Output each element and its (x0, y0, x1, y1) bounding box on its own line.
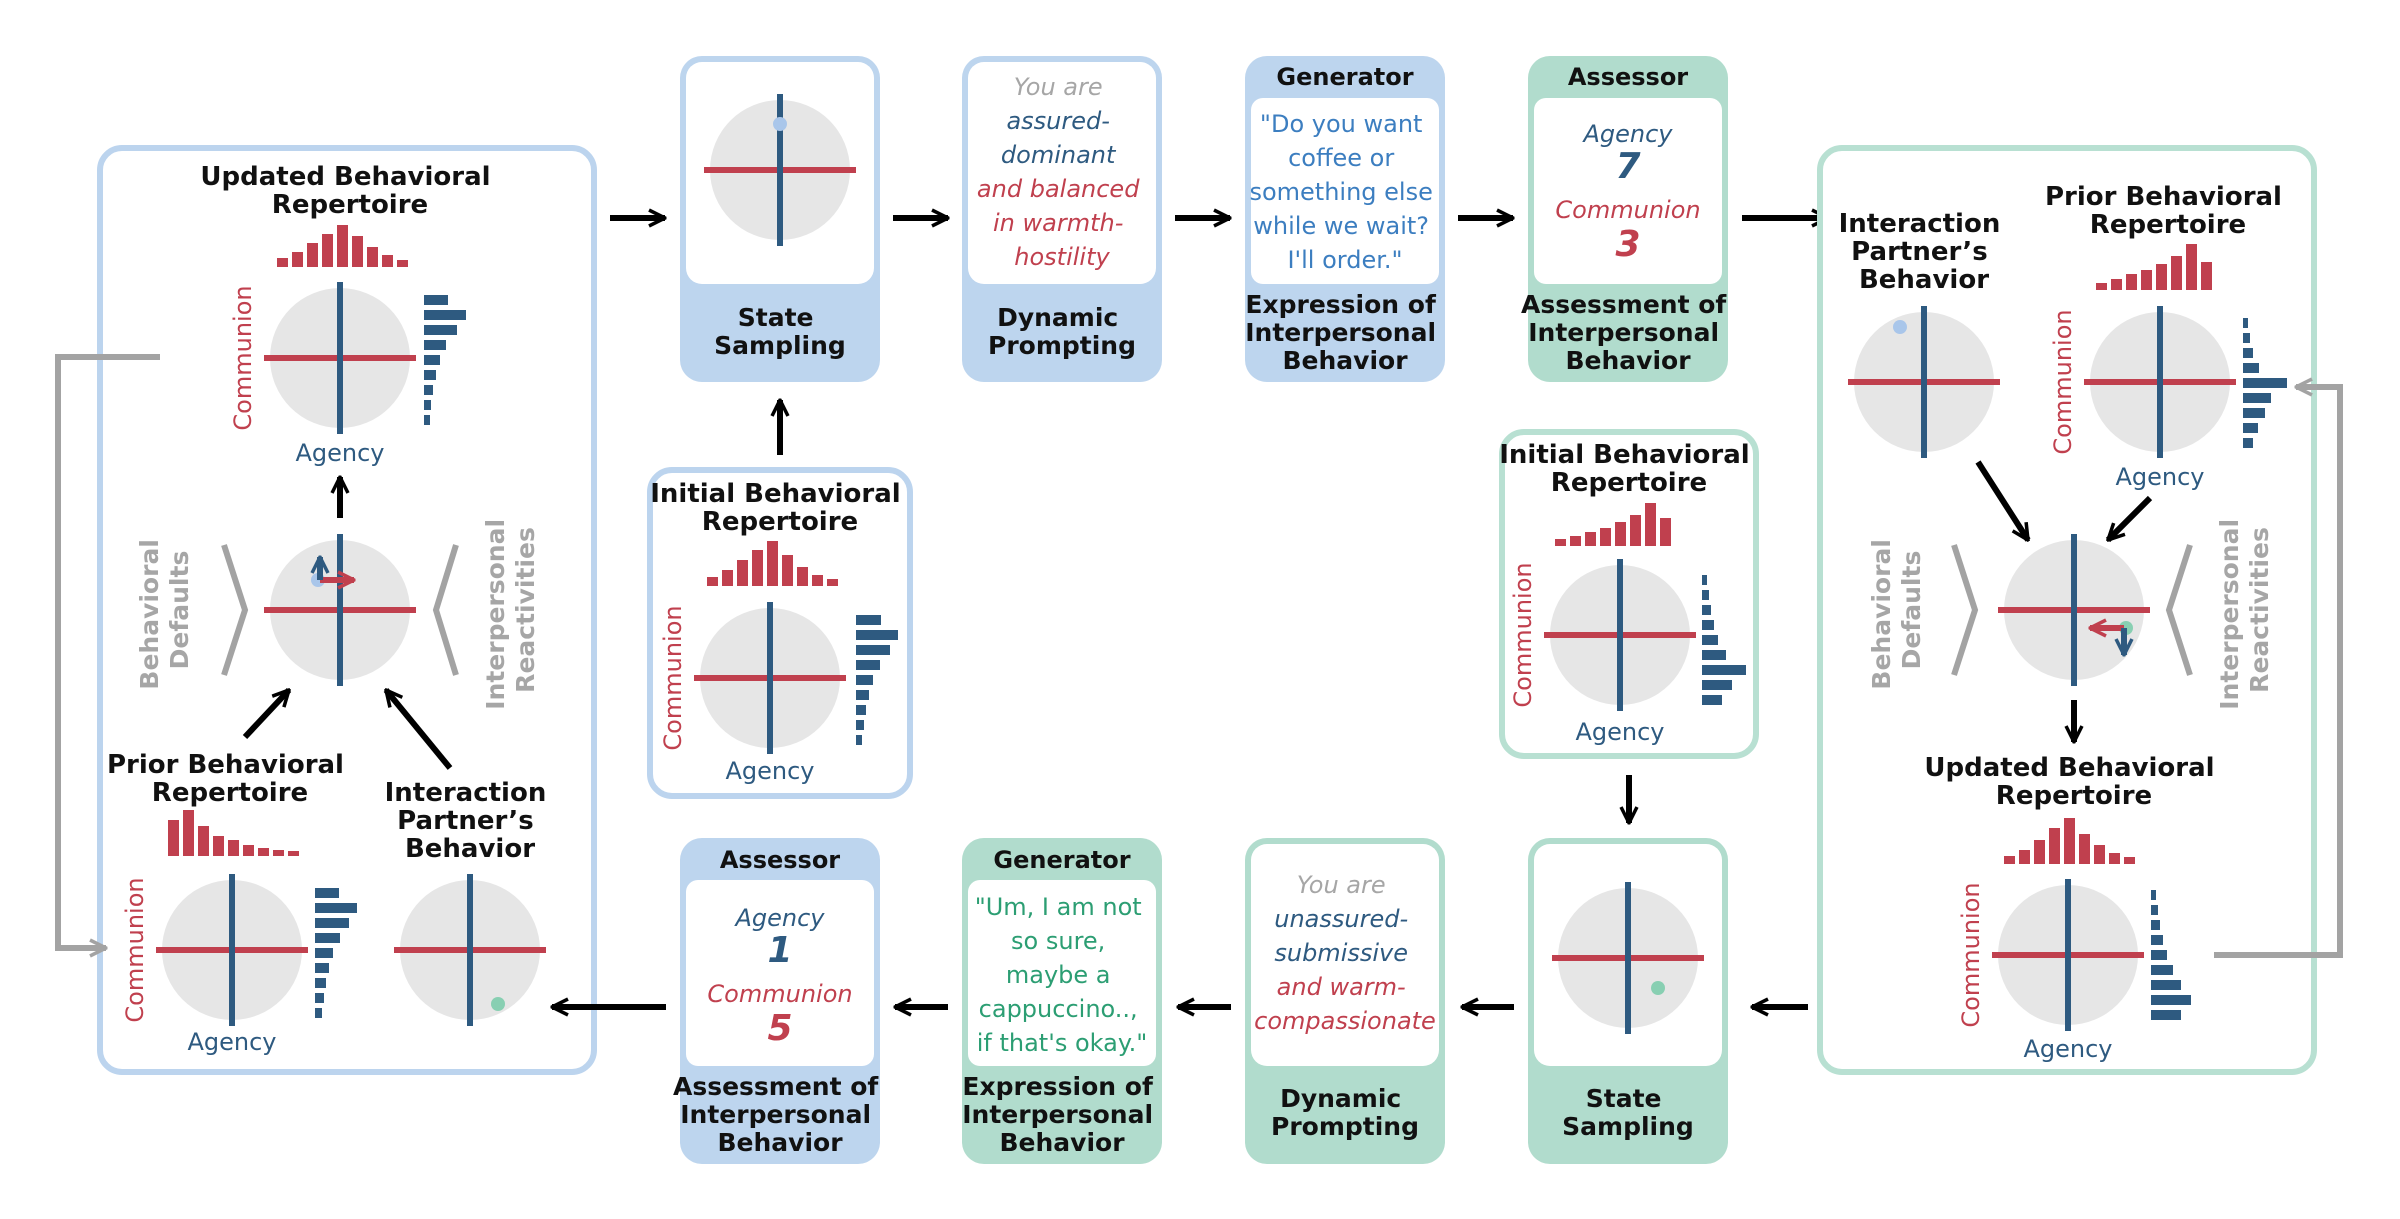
left-behavioral-defaults-label: Behavioral Defaults (135, 530, 194, 689)
left-feedback-loop-arrow (55, 354, 160, 948)
right-prior-title: Prior Behavioral Repertoire (2045, 182, 2291, 240)
arrow-right-prior-to-middle (2108, 495, 2153, 540)
initial-green-circumplex (1544, 559, 1696, 711)
bottom-generator-header: Generator (993, 846, 1130, 874)
right-updated-agency-histogram (2151, 890, 2191, 1020)
left-updated-communion-label: Communion (229, 285, 257, 430)
bottom-dynamic-prompting-footer: Dynamic Prompting (1271, 1084, 1419, 1141)
left-prior-circumplex (156, 874, 308, 1026)
initial-blue-agency-histogram (856, 615, 898, 745)
left-partner-title: Interaction Partner’s Behavior (385, 778, 556, 864)
left-prior-agency-histogram (315, 888, 357, 1018)
left-updated-title: Updated Behavioral Repertoire (200, 162, 499, 220)
bottom-assessor-agency-value: 1 (767, 930, 792, 971)
top-state-sampling-footer: State Sampling (714, 303, 846, 360)
bottom-assessor-communion-label: Communion (707, 980, 852, 1008)
top-dynamic-prompting-card (962, 56, 1162, 382)
top-dynamic-prompting-footer: Dynamic Prompting (988, 303, 1136, 360)
bottom-state-sampling-card (1528, 838, 1728, 1164)
left-interpersonal-reactivities-label: Interpersonal Reactivities (481, 510, 540, 710)
left-prior-title: Prior Behavioral Repertoire (107, 750, 353, 808)
top-assessor-communion-value: 3 (1615, 224, 1640, 265)
top-state-sampling-card (680, 56, 880, 382)
right-prior-communion-histogram (2096, 244, 2212, 290)
right-updated-circumplex (1992, 879, 2144, 1031)
top-assessor-card (1528, 56, 1728, 382)
bottom-generator-quote: "Um, I am not so sure, maybe a cappuccin… (975, 893, 1150, 1057)
initial-blue-agency-label: Agency (725, 757, 814, 785)
initial-blue-circumplex (694, 602, 846, 754)
initial-green-agency-histogram (1702, 575, 1746, 705)
left-updated-communion-histogram (277, 225, 408, 267)
initial-blue-communion-label: Communion (659, 605, 687, 750)
right-feedback-loop-arrow (2214, 387, 2343, 958)
right-updated-communion-label: Communion (1957, 882, 1985, 1027)
bottom-dynamic-prompt-text: You are unassured- submissive and warm- … (1254, 871, 1436, 1035)
left-prior-communion-label: Communion (121, 877, 149, 1022)
top-dynamic-prompt-text: You are assured- dominant and balanced i… (977, 73, 1147, 271)
left-prior-agency-label: Agency (187, 1028, 276, 1056)
left-reactivities-chevron (432, 544, 459, 676)
right-partner-title: Interaction Partner’s Behavior (1839, 209, 2010, 295)
left-updated-circumplex (264, 282, 416, 434)
top-assessor-agency-value: 7 (1615, 146, 1640, 187)
right-reactivities-chevron (2165, 544, 2193, 676)
left-defaults-chevron (221, 544, 249, 676)
right-behavioral-defaults-label: Behavioral Defaults (1867, 530, 1926, 689)
bottom-generator-footer: Expression of Interpersonal Behavior (962, 1072, 1162, 1157)
top-generator-quote: "Do you want coffee or something else wh… (1249, 110, 1440, 274)
bottom-assessor-card (680, 838, 880, 1164)
right-prior-circumplex (2084, 306, 2236, 458)
arrow-left-partner-to-middle (386, 690, 453, 770)
right-prior-agency-histogram (2243, 318, 2287, 448)
bottom-dynamic-prompting-card (1245, 838, 1445, 1164)
top-generator-card (1245, 56, 1445, 382)
top-assessor-header: Assessor (1568, 63, 1688, 91)
left-updated-agency-label: Agency (295, 439, 384, 467)
right-interpersonal-reactivities-label: Interpersonal Reactivities (2215, 510, 2274, 710)
initial-blue-title: Initial Behavioral Repertoire (650, 479, 910, 537)
initial-green-title: Initial Behavioral Repertoire (1499, 440, 1759, 498)
right-partner-circumplex (1848, 306, 2000, 458)
top-assessor-footer: Assessment of Interpersonal Behavior (1521, 290, 1735, 375)
left-middle-circumplex (264, 534, 416, 686)
right-updated-title: Updated Behavioral Repertoire (1924, 753, 2223, 811)
right-updated-agency-label: Agency (2023, 1035, 2112, 1063)
right-middle-circumplex (1998, 534, 2150, 686)
top-generator-footer: Expression of Interpersonal Behavior (1245, 290, 1445, 375)
top-assessor-communion-label: Communion (1555, 196, 1700, 224)
initial-blue-communion-histogram (707, 541, 838, 586)
top-generator-header: Generator (1276, 63, 1413, 91)
bottom-assessor-communion-value: 5 (767, 1008, 792, 1049)
right-prior-agency-label: Agency (2115, 463, 2204, 491)
bottom-assessor-agency-label: Agency (733, 904, 825, 932)
initial-green-agency-label: Agency (1575, 718, 1664, 746)
right-updated-communion-histogram (2004, 818, 2135, 864)
left-prior-communion-histogram (168, 810, 299, 856)
initial-green-communion-label: Communion (1509, 562, 1537, 707)
bottom-assessor-header: Assessor (720, 846, 840, 874)
bottom-assessor-footer: Assessment of Interpersonal Behavior (673, 1072, 887, 1157)
left-partner-circumplex (394, 874, 546, 1026)
bottom-state-sampling-footer: State Sampling (1562, 1084, 1694, 1141)
right-prior-communion-label: Communion (2049, 309, 2077, 454)
arrow-right-partner-to-middle (1975, 460, 2031, 540)
bottom-generator-card (962, 838, 1162, 1164)
top-assessor-agency-label: Agency (1581, 120, 1673, 148)
right-defaults-chevron (1951, 544, 1979, 676)
arrow-left-prior-to-middle (242, 690, 289, 740)
initial-green-communion-histogram (1555, 503, 1671, 546)
left-updated-agency-histogram (424, 295, 466, 425)
